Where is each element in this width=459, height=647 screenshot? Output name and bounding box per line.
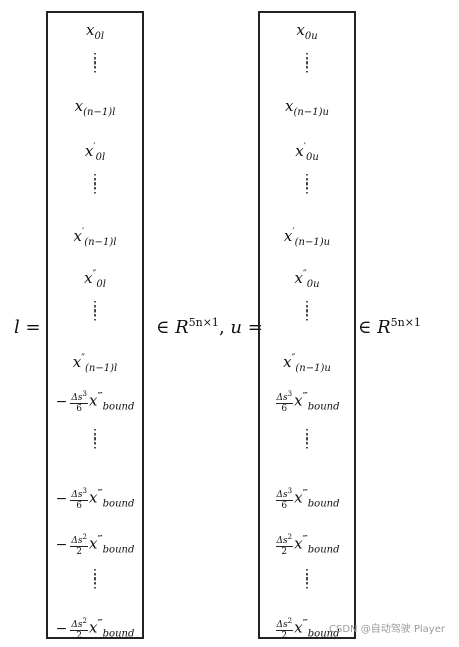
u-row-xpp0u: x″0u — [294, 269, 320, 290]
u-row-xppn1u: x″(n−1)u — [283, 353, 331, 374]
l-row-xpp0l: x″0l — [84, 269, 106, 290]
u-row-xn1u: x(n−1)u — [285, 97, 329, 118]
watermark: CSDN @自动驾驶 Player — [329, 624, 445, 635]
element-of-symbol-1: ∈ — [156, 317, 170, 338]
l-vdots-3: ⋮⋮⋮ — [88, 299, 102, 323]
element-of-symbol-2: ∈ — [358, 317, 372, 338]
l-row-xp0l: x′0l — [84, 142, 106, 163]
u-vdots-4: ⋮⋮⋮ — [300, 427, 314, 451]
u-vdots-5: ⋮⋮⋮ — [300, 567, 314, 591]
u-vector-bracket: x0u ⋮⋮⋮ x(n−1)u x′0u ⋮⋮⋮ x′(n−1)u x″0u ⋮… — [258, 11, 356, 641]
dimension-exponent-1: 5n×1 — [188, 316, 219, 329]
l-vdots-4: ⋮⋮⋮ — [88, 427, 102, 451]
dimension-exponent-2: 5n×1 — [390, 316, 421, 329]
middle-relation: ∈ R5n×1, u = — [156, 313, 263, 338]
l-row-x0l: x0l — [85, 21, 105, 42]
l-vdots-2: ⋮⋮⋮ — [88, 172, 102, 196]
u-vdots-1: ⋮⋮⋮ — [300, 51, 314, 75]
l-vdots-1: ⋮⋮⋮ — [88, 51, 102, 75]
comma: , — [218, 317, 225, 338]
right-relation: ∈ R5n×1 — [358, 313, 421, 338]
u-row-x0u: x0u — [296, 21, 318, 42]
u-symbol: u — [230, 317, 242, 338]
l-row-xpn1l: x′(n−1)l — [73, 227, 117, 248]
l-symbol: l — [14, 317, 20, 338]
l-label: l = — [14, 318, 41, 338]
real-space-symbol-2: R — [377, 317, 391, 338]
l-vdots-5: ⋮⋮⋮ — [88, 567, 102, 591]
u-row-xpn1u: x′(n−1)u — [283, 227, 331, 248]
l-row-xppn1l: x″(n−1)l — [72, 353, 118, 374]
u-vdots-2: ⋮⋮⋮ — [300, 172, 314, 196]
u-row-xp0u: x′0u — [295, 142, 319, 163]
equals-sign-1: = — [25, 317, 41, 338]
u-vdots-3: ⋮⋮⋮ — [300, 299, 314, 323]
l-row-xn1l: x(n−1)l — [74, 97, 116, 118]
l-vector-bracket: x0l ⋮⋮⋮ x(n−1)l x′0l ⋮⋮⋮ x′(n−1)l x″0l ⋮… — [46, 11, 144, 641]
real-space-symbol-1: R — [175, 317, 189, 338]
